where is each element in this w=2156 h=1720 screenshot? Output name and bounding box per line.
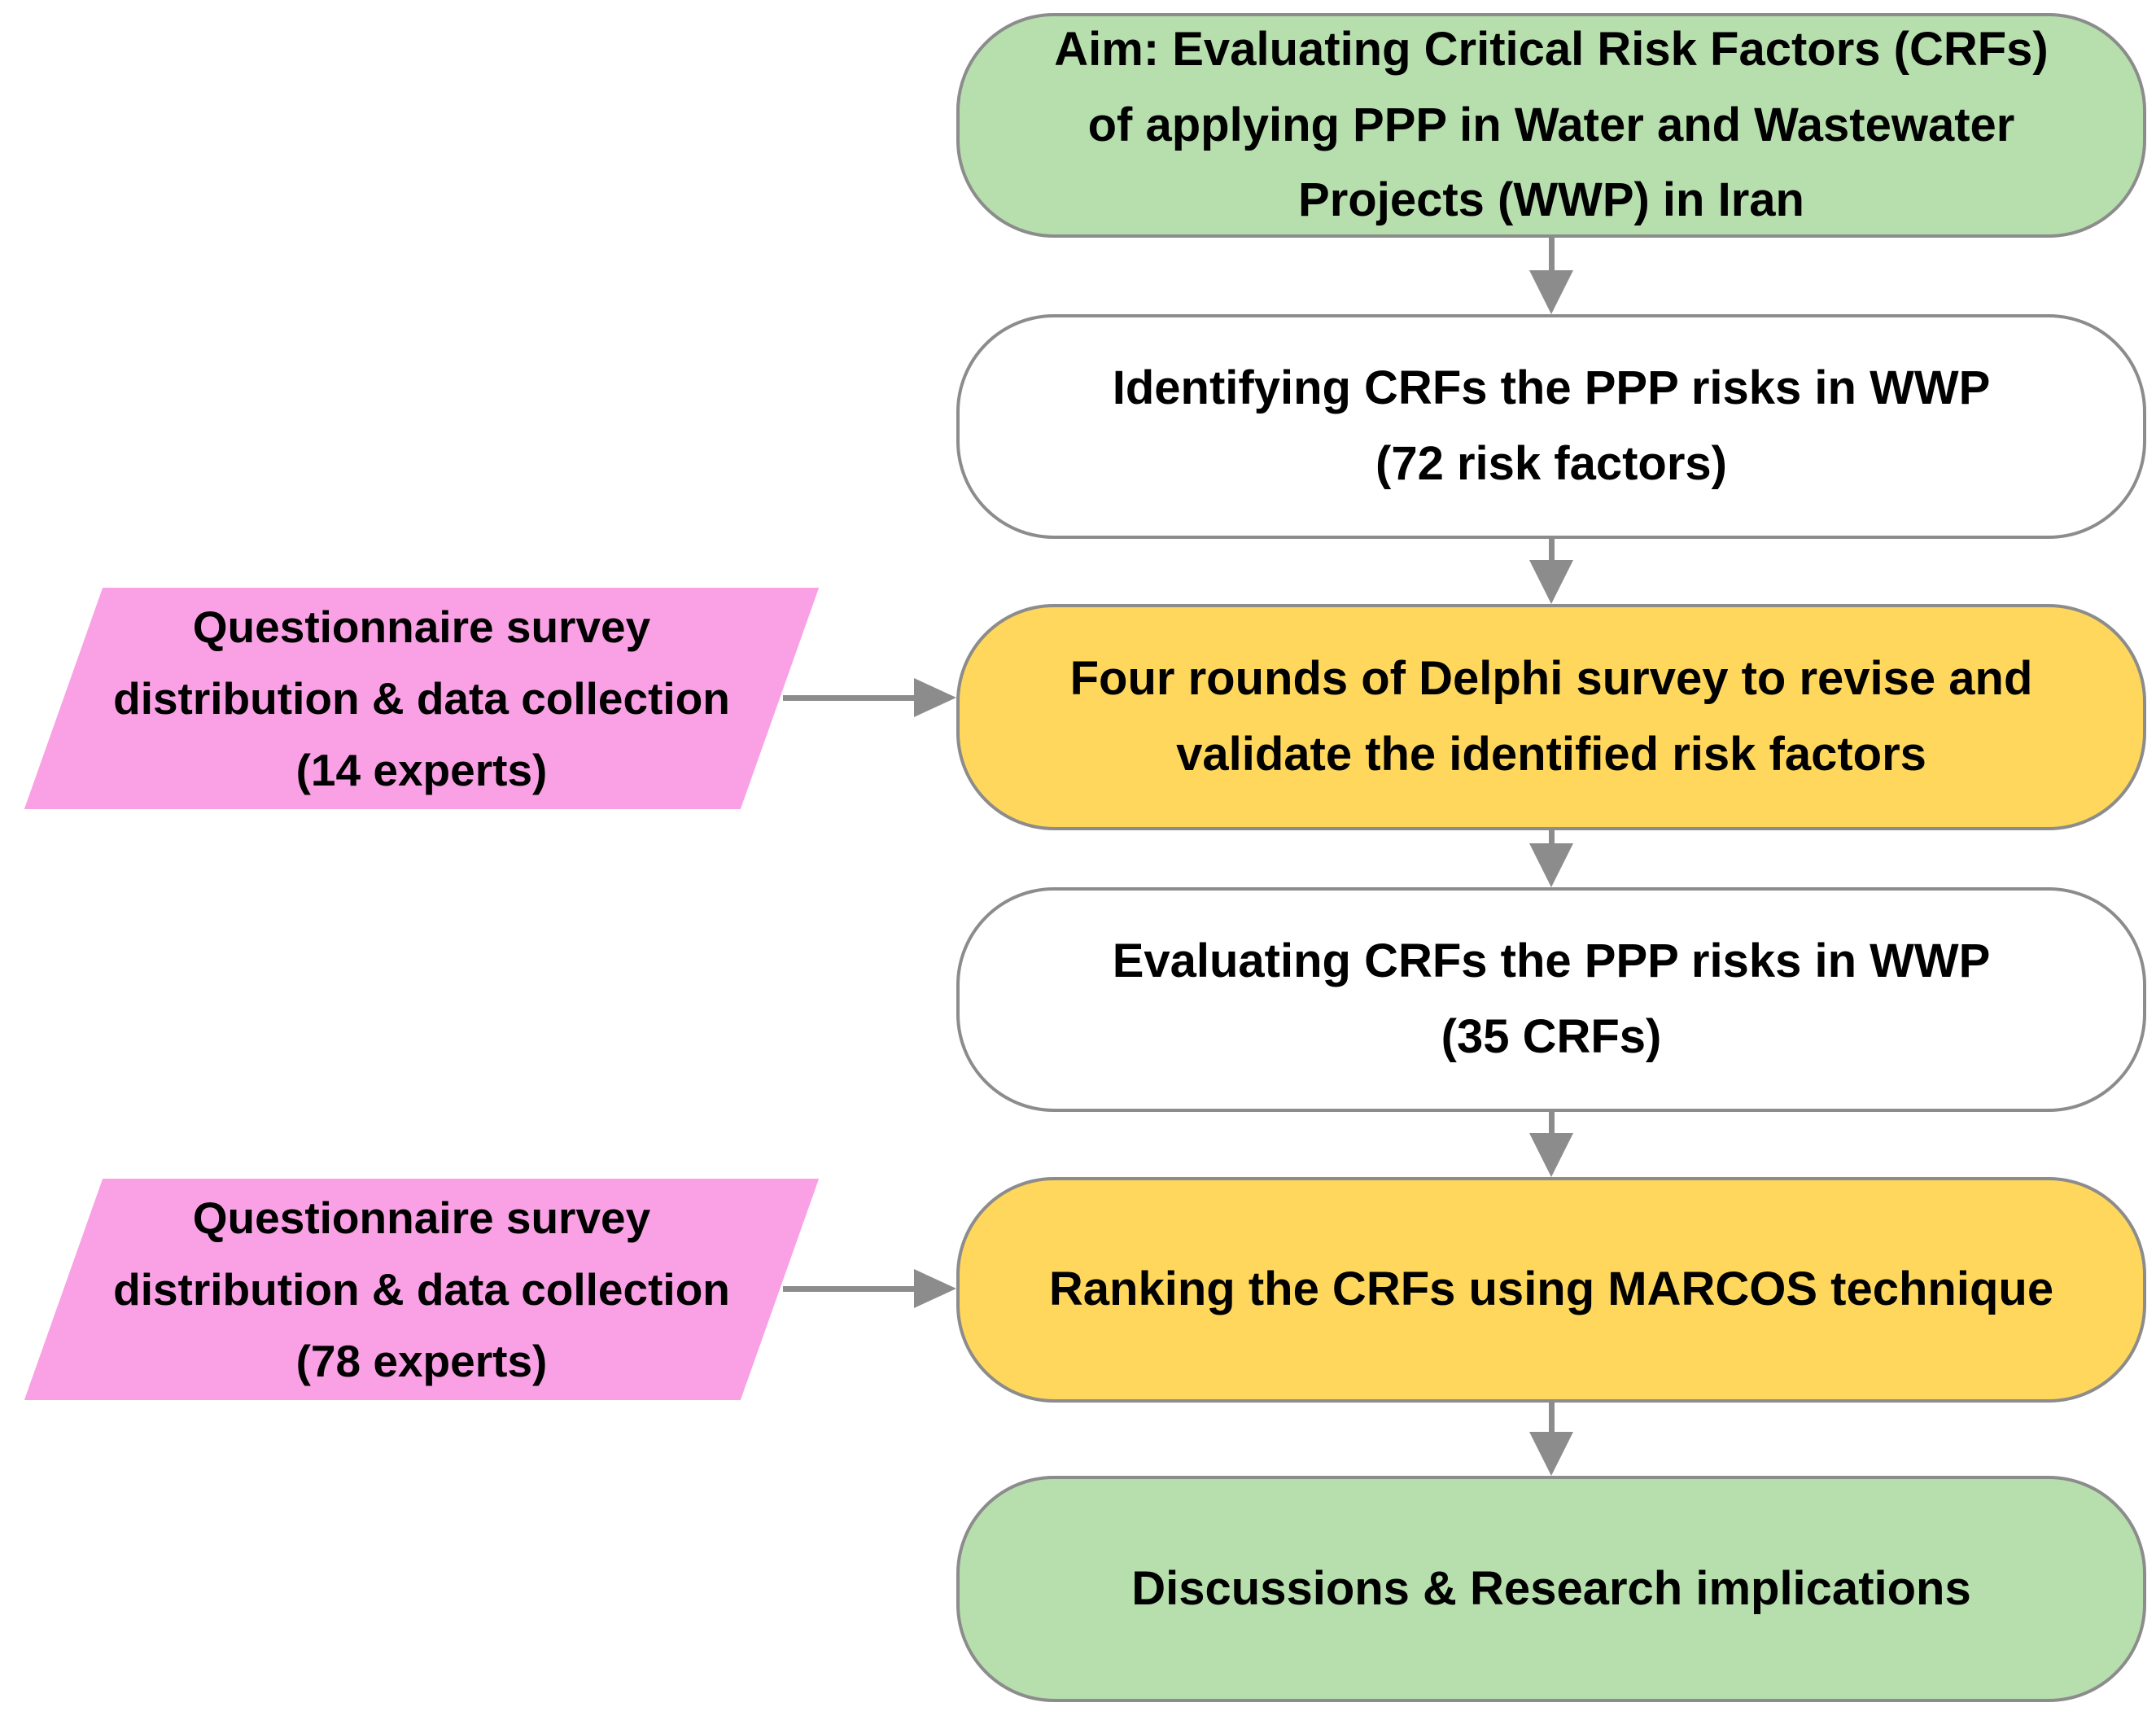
node-survey14-line-1: Questionnaire survey bbox=[192, 602, 651, 652]
node-survey78-line-1: Questionnaire survey bbox=[192, 1193, 651, 1243]
arrowhead-right-icon bbox=[914, 1269, 956, 1308]
arrow-survey14-to-delphi bbox=[783, 678, 956, 717]
arrowhead-down-icon bbox=[1529, 843, 1573, 887]
node-evaluate-line-2: (35 CRFs) bbox=[1441, 1010, 1662, 1063]
node-evaluate-line-1: Evaluating CRFs the PPP risks in WWP bbox=[1112, 934, 1991, 988]
arrowhead-down-icon bbox=[1529, 1432, 1573, 1476]
arrow-line bbox=[1548, 539, 1555, 560]
node-ranking-line-1: Ranking the CRFs using MARCOS technique bbox=[1048, 1263, 2054, 1316]
arrow-line bbox=[783, 694, 914, 701]
arrow-identify-to-delphi bbox=[1527, 539, 1576, 604]
node-survey78-line-3: (78 experts) bbox=[295, 1336, 548, 1386]
node-survey14-line-3: (14 experts) bbox=[295, 745, 548, 795]
arrow-aim-to-identify bbox=[1527, 238, 1576, 314]
arrow-delphi-to-evaluate bbox=[1527, 830, 1576, 887]
arrowhead-right-icon bbox=[914, 678, 956, 717]
node-discussion: Discussions & Research implications bbox=[956, 1476, 2146, 1702]
node-ranking: Ranking the CRFs using MARCOS technique bbox=[956, 1177, 2146, 1403]
arrow-ranking-to-discussion bbox=[1527, 1403, 1576, 1476]
arrowhead-down-icon bbox=[1529, 1133, 1573, 1177]
arrow-line bbox=[783, 1285, 914, 1292]
arrow-line bbox=[1548, 830, 1555, 843]
node-survey-14-experts: Questionnaire survey distribution & data… bbox=[24, 588, 820, 809]
arrow-line bbox=[1548, 238, 1555, 270]
arrow-line bbox=[1548, 1112, 1555, 1133]
node-identify-line-2: (72 risk factors) bbox=[1375, 437, 1727, 490]
arrow-evaluate-to-ranking bbox=[1527, 1112, 1576, 1177]
node-aim-line-2: of applying PPP in Water and Wastewater bbox=[1087, 98, 2015, 151]
node-aim-line-3: Projects (WWP) in Iran bbox=[1298, 173, 1804, 227]
arrow-survey78-to-ranking bbox=[783, 1269, 956, 1308]
node-discussion-line-1: Discussions & Research implications bbox=[1131, 1561, 1971, 1615]
node-aim-line-1: Aim: Evaluating Critical Risk Factors (C… bbox=[1054, 22, 2049, 76]
node-aim: Aim: Evaluating Critical Risk Factors (C… bbox=[956, 13, 2146, 238]
node-evaluate: Evaluating CRFs the PPP risks in WWP (35… bbox=[956, 887, 2146, 1112]
node-delphi: Four rounds of Delphi survey to revise a… bbox=[956, 604, 2146, 830]
node-identify-line-1: Identifying CRFs the PPP risks in WWP bbox=[1112, 361, 1991, 415]
arrow-line bbox=[1548, 1403, 1555, 1432]
node-survey14-line-2: distribution & data collection bbox=[113, 673, 730, 724]
node-survey78-line-2: distribution & data collection bbox=[113, 1264, 730, 1315]
arrowhead-down-icon bbox=[1529, 560, 1573, 604]
arrowhead-down-icon bbox=[1529, 270, 1573, 314]
node-delphi-line-1: Four rounds of Delphi survey to revise a… bbox=[1069, 652, 2033, 706]
node-survey-78-experts: Questionnaire survey distribution & data… bbox=[24, 1179, 820, 1400]
node-identify: Identifying CRFs the PPP risks in WWP (7… bbox=[956, 314, 2146, 539]
node-delphi-line-2: validate the identified risk factors bbox=[1176, 728, 1926, 781]
